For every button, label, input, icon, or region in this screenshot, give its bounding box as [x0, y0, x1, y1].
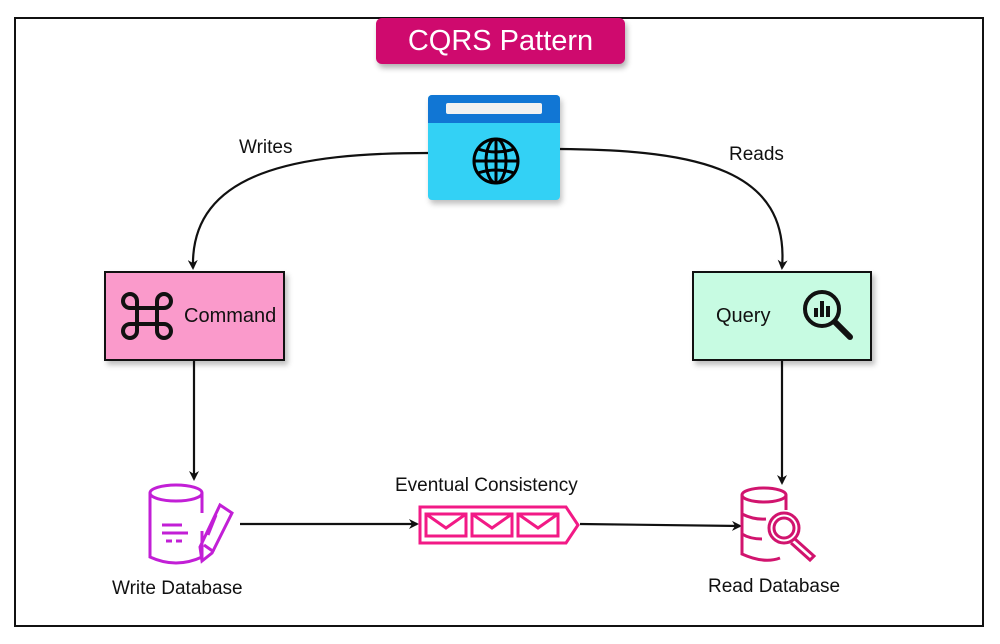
- database-search-icon: [740, 486, 817, 563]
- writes-label: Writes: [239, 137, 293, 158]
- database-pencil-icon: [148, 483, 234, 565]
- globe-icon: [472, 137, 520, 185]
- command-box: Command: [104, 271, 285, 361]
- message-envelope-icon: [470, 512, 514, 538]
- query-box: Query: [692, 271, 872, 361]
- write-database-label: Write Database: [112, 578, 243, 599]
- command-key-icon: [121, 292, 173, 340]
- browser-address-bar: [446, 103, 542, 114]
- message-queue-icon: [418, 505, 580, 545]
- message-envelope-icon: [424, 512, 468, 538]
- queue-to-readdb-arrow: [579, 520, 742, 531]
- browser-title-bar: [428, 95, 560, 123]
- client-browser: [428, 95, 560, 200]
- read-database-label: Read Database: [708, 576, 841, 597]
- reads-arrow: [559, 147, 788, 270]
- command-label: Command: [184, 304, 277, 327]
- eventual-consistency-label: Eventual Consistency: [395, 475, 578, 496]
- reads-label: Reads: [729, 144, 784, 165]
- message-envelope-icon: [516, 512, 560, 538]
- query-label: Query: [716, 304, 771, 327]
- magnifier-chart-icon: [803, 290, 854, 340]
- diagram-title: CQRS Pattern: [376, 18, 625, 64]
- writes-arrow: [187, 151, 429, 270]
